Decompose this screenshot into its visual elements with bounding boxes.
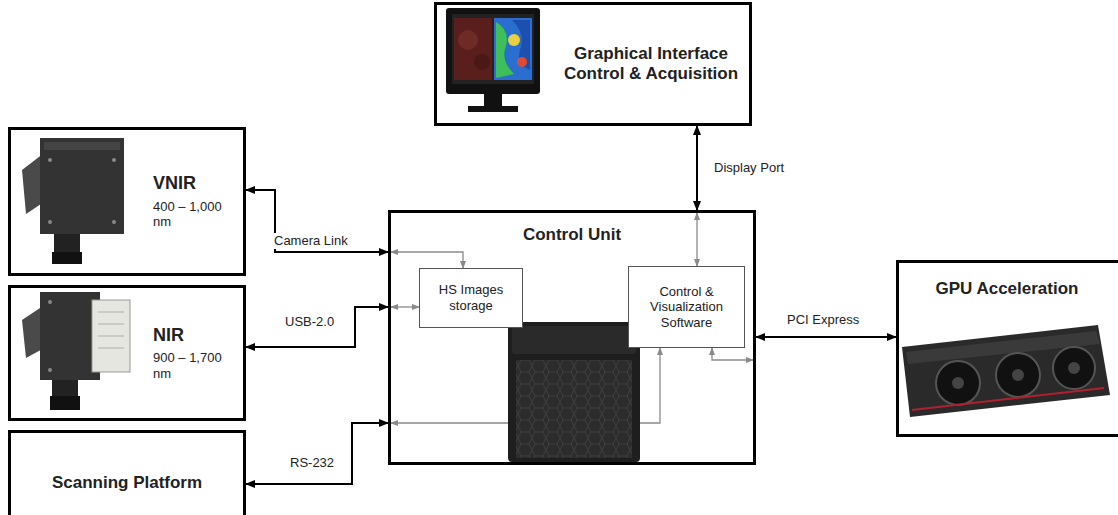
node-subtitle: 400 – 1,000 nm xyxy=(153,199,237,230)
node-title: Control & Visualization Software xyxy=(633,284,740,331)
vnir-camera-picture xyxy=(22,138,124,264)
link-arrow xyxy=(246,190,388,252)
node-title: Scanning Platform xyxy=(17,473,237,493)
gpu-box: GPU Acceleration xyxy=(896,260,1118,437)
node-title: Control Unit xyxy=(397,225,747,245)
internal-arrow xyxy=(391,306,419,307)
link-arrow xyxy=(246,307,388,347)
interface-label: RS-232 xyxy=(288,455,336,471)
interface-label: Display Port xyxy=(712,160,786,176)
control-unit-box: Control Unit HS Images storage Control & V… xyxy=(388,210,756,465)
node-subtitle: 900 – 1,700 nm xyxy=(153,350,237,381)
monitor-icon xyxy=(446,8,540,112)
platform-box: Scanning Platform xyxy=(8,430,246,515)
link-arrow xyxy=(756,336,896,338)
node-title: Graphical Interface Control & Acquisitio… xyxy=(559,44,743,85)
internal-arrow xyxy=(391,252,463,268)
nir-camera-picture xyxy=(22,292,130,410)
node-title: HS Images storage xyxy=(424,282,518,313)
internal-arrow xyxy=(712,348,753,360)
interface-box: Graphical Interface Control & Acquisitio… xyxy=(434,2,752,126)
software-box: Control & Visualization Software xyxy=(628,266,745,348)
storage-box: HS Images storage xyxy=(419,268,523,328)
camera-box: VNIR 400 – 1,000 nm xyxy=(8,127,246,276)
camera-box: NIR 900 – 1,700 nm xyxy=(8,285,246,421)
internal-arrow xyxy=(696,213,697,266)
node-title: VNIR xyxy=(153,173,237,195)
interface-label: PCI Express xyxy=(785,312,861,328)
interface-label: USB-2.0 xyxy=(283,314,336,330)
node-title: GPU Acceleration xyxy=(905,279,1109,299)
gpu-card-picture xyxy=(902,325,1110,417)
link-arrow xyxy=(696,126,698,210)
interface-label: Camera Link xyxy=(272,233,350,249)
computer-case-picture xyxy=(508,322,640,462)
link-arrow xyxy=(246,423,388,484)
node-title: NIR xyxy=(153,325,237,347)
